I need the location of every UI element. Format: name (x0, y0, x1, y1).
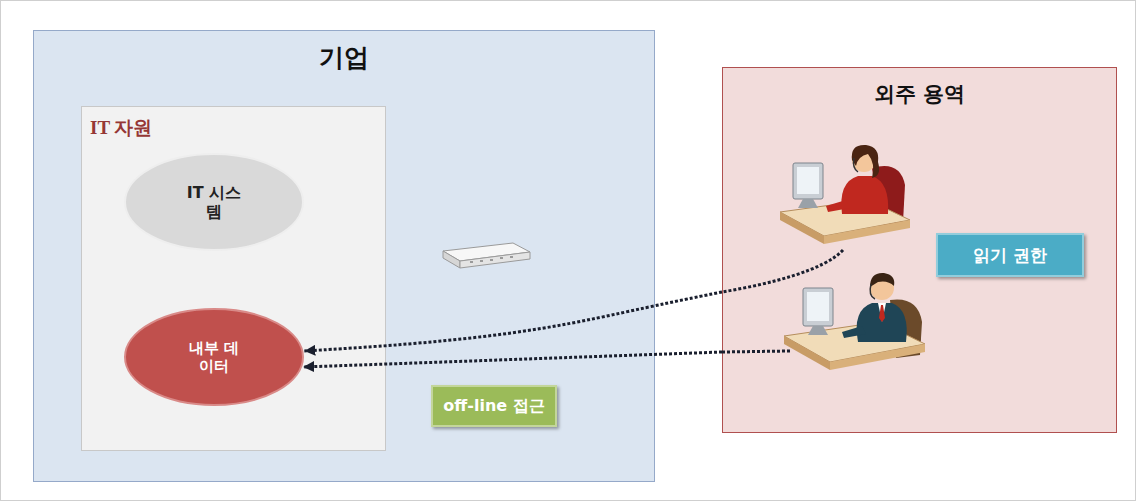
permission-tag: 읽기 권한 (936, 233, 1084, 277)
system-ellipse-shape (125, 154, 303, 250)
system-ellipse: IT 시스템 (123, 152, 305, 252)
data-ellipse-shape (125, 309, 303, 405)
node-text: 내부 데이터 (186, 339, 242, 375)
enterprise-boundary: 기업 IT 자원 IT 시스템내부 데이터 off-line 접근 (33, 30, 655, 482)
outsourcing-boundary: 외주 용역읽기 권한 (722, 67, 1117, 433)
boundary-title: 기업 (34, 43, 654, 73)
tag-text: off-line 접근 (443, 396, 544, 415)
data-ellipse: 내부 데이터 (123, 307, 305, 407)
tag-text: 읽기 권한 (973, 245, 1047, 265)
group-label: IT 자원 (90, 117, 152, 140)
access-tag: off-line 접근 (431, 385, 557, 427)
resource-group: IT 자원 IT 시스템내부 데이터 (81, 106, 386, 451)
node-text: IT 시스템 (182, 183, 246, 221)
boundary-title: 외주 용역 (723, 82, 1116, 107)
